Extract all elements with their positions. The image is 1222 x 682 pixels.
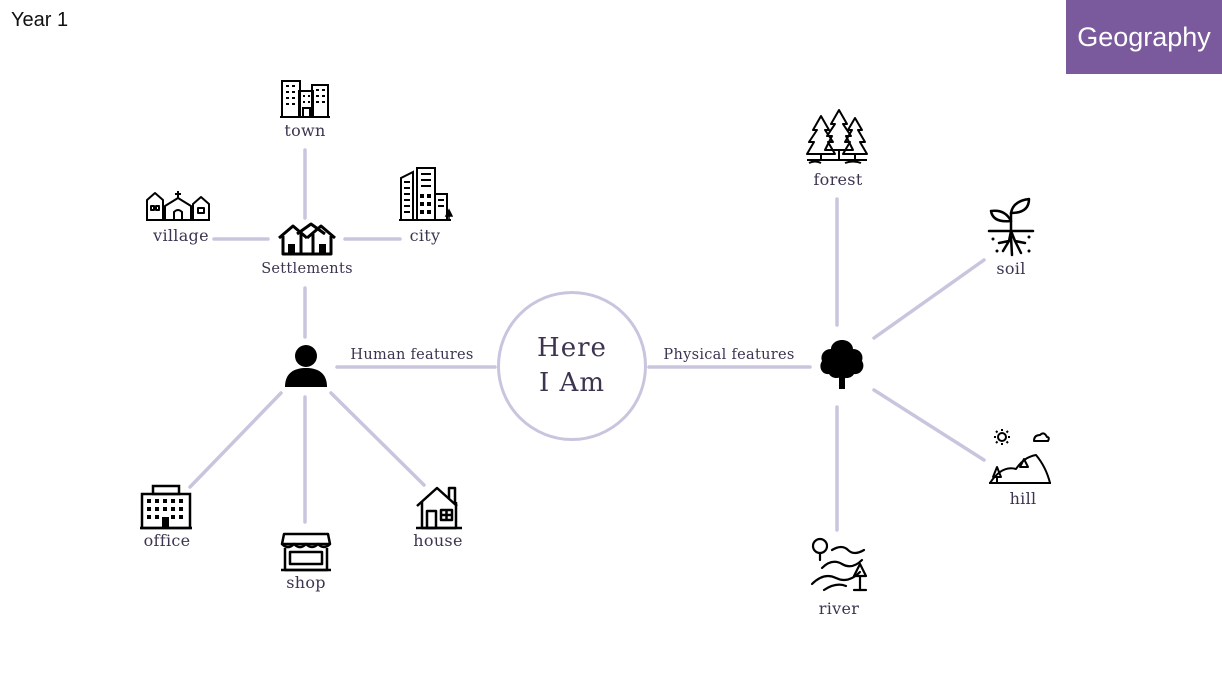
forest-label: forest: [813, 170, 863, 189]
office-building-icon: [140, 484, 192, 530]
city-label: city: [409, 226, 441, 245]
tree-icon: [820, 340, 864, 389]
town-buildings-icon: [280, 80, 330, 118]
year-label: Year 1: [11, 9, 69, 31]
river-label: river: [818, 599, 860, 618]
forest-icon: [806, 109, 868, 164]
line-tree-hill: [872, 388, 986, 462]
human-features-label: Human features: [350, 347, 474, 363]
house-icon: [416, 486, 462, 530]
soil-label: soil: [996, 259, 1026, 278]
settlements-label: Settlements: [261, 261, 353, 277]
physical-features-label: Physical features: [663, 347, 795, 363]
village-icon: [146, 191, 210, 221]
center-circle: Here I Am: [497, 291, 647, 441]
house-label: house: [413, 531, 463, 550]
line-person-house: [329, 391, 426, 487]
line-person-office: [188, 391, 283, 489]
center-line-2: I Am: [539, 368, 605, 398]
river-icon: [810, 537, 868, 592]
line-tree-soil: [872, 258, 986, 340]
hill-icon: [989, 429, 1051, 484]
hill-label: hill: [1009, 489, 1037, 508]
center-line-1: Here: [537, 333, 607, 363]
town-label: town: [284, 121, 326, 140]
person-icon: [285, 345, 327, 387]
houses-icon: [278, 222, 336, 256]
office-label: office: [143, 531, 191, 550]
shop-icon: [280, 532, 332, 572]
soil-plant-icon: [987, 197, 1035, 257]
city-skyscrapers-icon: [399, 167, 453, 221]
subject-badge: Geography: [1066, 0, 1222, 74]
shop-label: shop: [286, 573, 326, 592]
village-label: village: [153, 226, 209, 245]
